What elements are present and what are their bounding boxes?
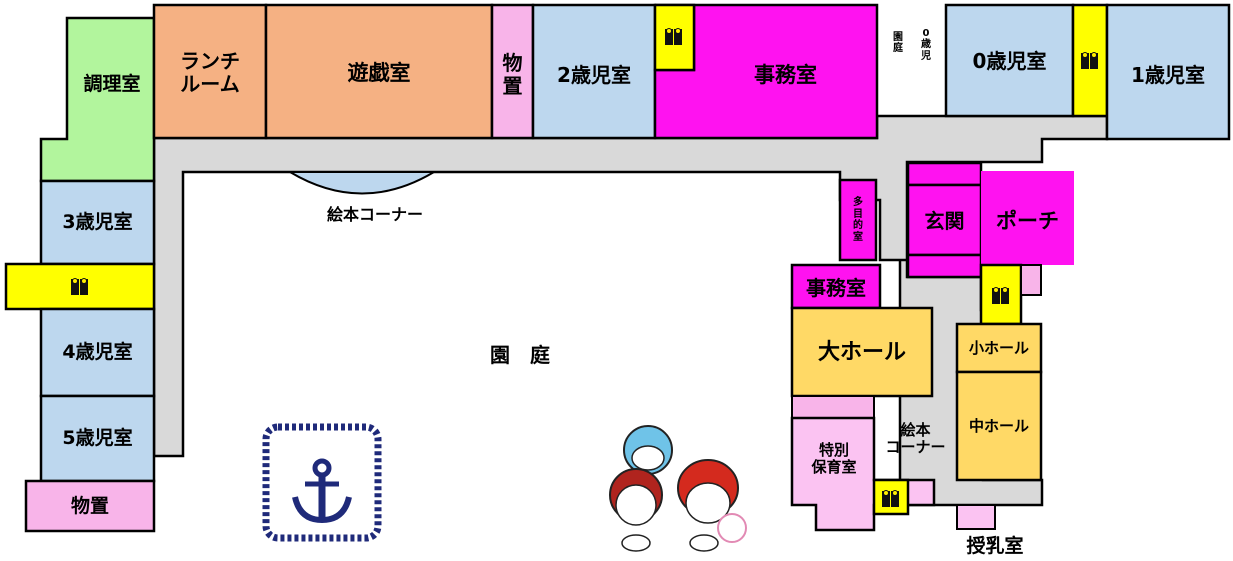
restroom-icon — [882, 490, 899, 507]
storage-top-label: 物 置 — [502, 51, 523, 98]
age1-room-label: 1歳児室 — [1131, 62, 1205, 87]
age4-room — [39, 307, 156, 398]
storage-bottom — [24, 479, 156, 533]
age3-room — [39, 179, 156, 266]
restroom-icon — [1081, 52, 1098, 69]
picture-book-corner-top-label: 絵本コーナー — [326, 204, 423, 224]
storage-bottom-label: 物置 — [70, 495, 109, 518]
restroom-icon — [665, 28, 682, 45]
office-top-label: 事務室 — [754, 62, 817, 87]
playroom-label: 遊戯室 — [347, 60, 411, 85]
garden-label: 園 庭 — [490, 342, 550, 367]
entrance-bottom — [906, 253, 983, 279]
picture-book-corner-bottom-label: 絵本 コーナー — [885, 420, 946, 456]
age5-room-label: 5歳児室 — [62, 426, 133, 449]
office-mid-label: 事務室 — [806, 275, 866, 300]
special-care-room-label: 特別 保育室 — [811, 440, 857, 476]
small-hall-label: 小ホール — [968, 339, 1029, 358]
cooking-room-label: 調理室 — [83, 73, 141, 96]
mascot-characters — [609, 425, 747, 552]
lunch-room-label: ランチ ルーム — [180, 49, 240, 96]
big-hall-label: 大ホール — [817, 340, 906, 366]
lunch-room — [152, 3, 268, 140]
big-hall — [790, 306, 934, 398]
multipurpose-room — [838, 178, 878, 262]
age3-room-label: 3歳児室 — [62, 210, 133, 233]
entrance-top — [906, 161, 983, 187]
nursing-room — [956, 504, 996, 530]
nursing-room-label: 授乳室 — [966, 535, 1024, 558]
picture-book-corner-top — [286, 171, 438, 195]
anchor-emblem — [262, 423, 382, 542]
age5-room — [39, 394, 156, 483]
age4-room-label: 4歳児室 — [62, 340, 133, 363]
age1-room — [1105, 3, 1231, 141]
age0-small-label: 0 歳 児 — [921, 27, 931, 62]
storage-top — [490, 3, 535, 140]
entrance-label: 玄関 — [924, 208, 965, 233]
garden-small-label: 園 庭 — [893, 31, 903, 55]
porch-label: ポーチ — [996, 208, 1059, 233]
porch — [981, 171, 1074, 265]
middle-hall-label: 中ホール — [968, 417, 1029, 436]
pink-strip — [791, 395, 875, 419]
restroom-bottom — [872, 478, 910, 516]
age2-room — [531, 3, 657, 140]
porch-pink — [1020, 264, 1042, 296]
middle-hall — [955, 370, 1043, 482]
multipurpose-room-label: 多 目 的 室 — [853, 197, 863, 243]
restroom-icon — [71, 278, 88, 295]
age2-room-label: 2歳児室 — [557, 62, 631, 87]
restroom-icon — [992, 287, 1009, 304]
age0-room-label: 0歳児室 — [972, 48, 1047, 73]
